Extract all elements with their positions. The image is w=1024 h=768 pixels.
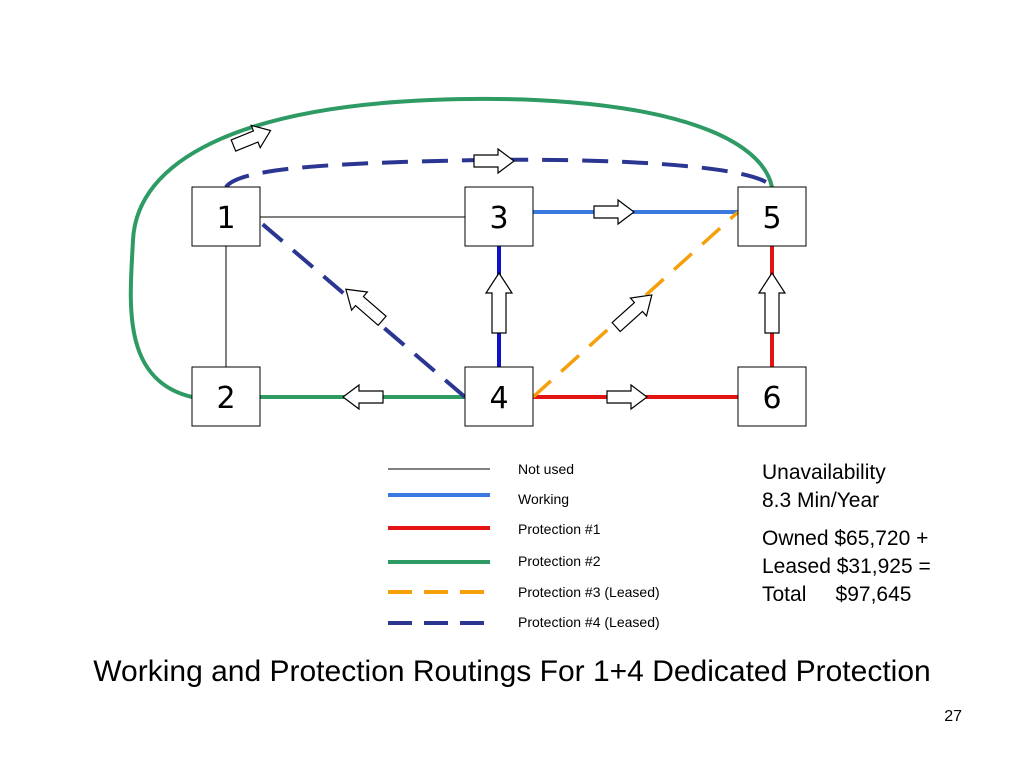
total-cost: Total $97,645: [762, 583, 912, 606]
page-number: 27: [944, 708, 962, 725]
leased-cost: Leased $31,925 =: [762, 555, 931, 578]
arrow-4-to-3: [484, 271, 514, 334]
node-4: 4: [464, 366, 534, 427]
arc-2-5-protection2: [128, 96, 774, 399]
link-4-5-protection3: [531, 210, 740, 399]
node-5: 5: [737, 186, 807, 247]
legend-label-protection2: Protection #2: [518, 553, 601, 569]
arrow-4-to-1: [345, 288, 387, 327]
node-6: 6: [737, 366, 807, 427]
legend-label-not-used: Not used: [518, 461, 574, 477]
legend-label-protection1: Protection #1: [518, 521, 601, 537]
legend-label-protection3: Protection #3 (Leased): [518, 584, 660, 600]
arrow-6-to-5: [757, 271, 787, 334]
arrow-4-to-5: [611, 294, 653, 333]
arrow-3-to-5: [593, 198, 635, 226]
arrow-arc-2-to-5: [230, 124, 272, 152]
legend-label-working: Working: [518, 491, 569, 507]
node-5-label: 5: [762, 201, 781, 236]
node-1: 1: [191, 186, 261, 247]
unavailability-value: 8.3 Min/Year: [762, 489, 880, 512]
node-3: 3: [464, 186, 534, 247]
owned-cost: Owned $65,720 +: [762, 527, 929, 550]
arrow-4-to-6: [606, 383, 648, 411]
arrow-arc-1-to-5: [473, 147, 515, 175]
node-1-label: 1: [216, 201, 235, 236]
arrow-4-to-2: [342, 383, 384, 411]
slide-title: Working and Protection Routings For 1+4 …: [93, 655, 931, 688]
node-4-label: 4: [489, 381, 508, 416]
cost-summary: Unavailability 8.3 Min/Year Owned $65,72…: [762, 459, 931, 619]
legend: Not used Working Protection #1 Protectio…: [388, 461, 660, 630]
node-2: 2: [191, 366, 261, 427]
legend-label-protection4: Protection #4 (Leased): [518, 614, 660, 630]
node-6-label: 6: [762, 381, 781, 416]
node-3-label: 3: [489, 201, 508, 236]
unavailability-label: Unavailability: [762, 461, 886, 484]
node-2-label: 2: [216, 381, 235, 416]
